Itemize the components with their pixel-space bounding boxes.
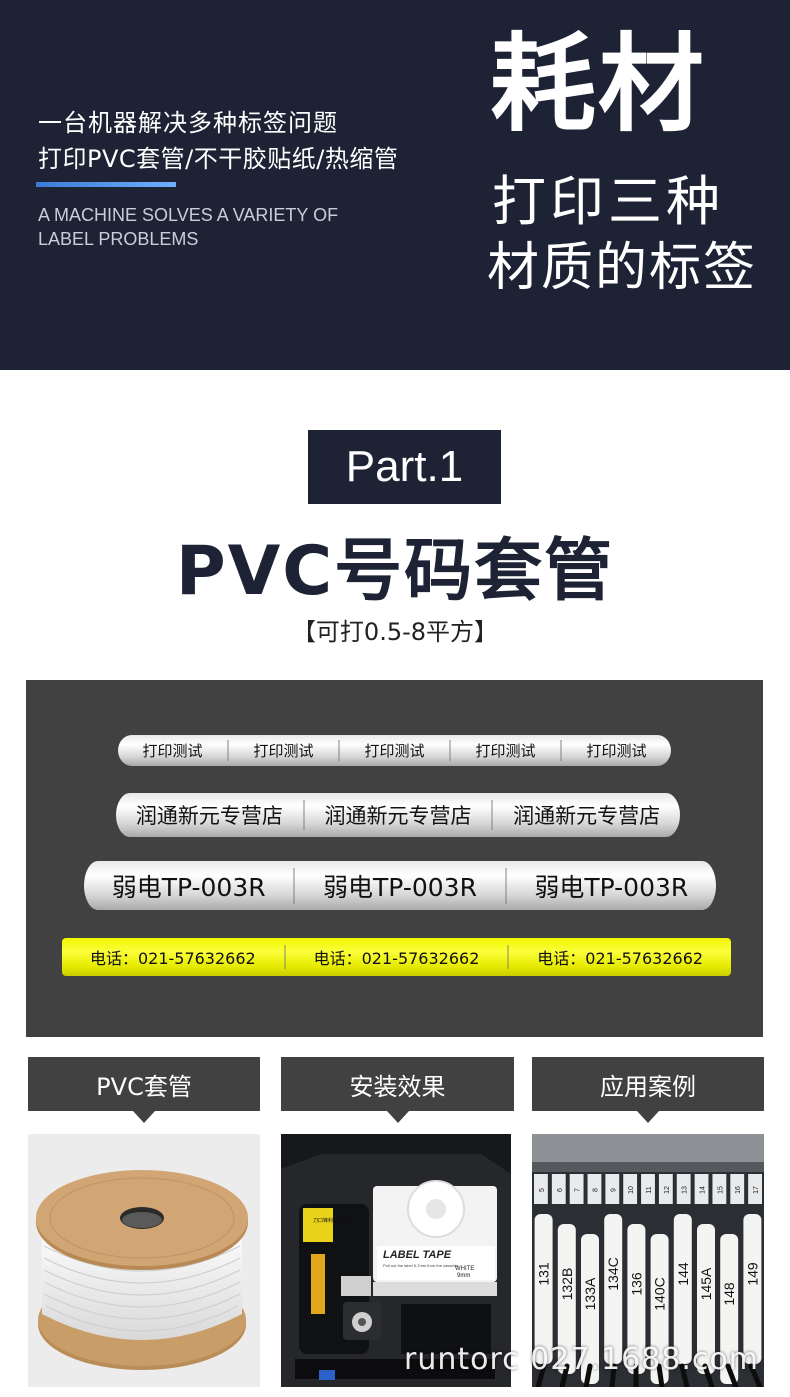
hero-subheadline: 打印PVC套管/不干胶贴纸/热缩管 [38,145,399,173]
terminal-number: 6 [557,1188,564,1192]
terminal-marker [569,1174,584,1204]
label-sleeve [650,1234,669,1384]
printer-illustration: LABEL TAPE Pull out the label 5-7mm from… [281,1134,511,1387]
pvc-tube-row-3: 弱电TP-003R 弱电TP-003R 弱电TP-003R [84,861,716,910]
sleeve-label-text: 148 [721,1282,737,1306]
tube-label: 打印测试 [560,740,671,761]
sleeve-label-text: 145A [698,1267,714,1300]
terminal-marker [748,1174,762,1204]
card-title-installation: 安装效果 [281,1057,514,1123]
section-range: 【可打0.5-8平方】 [291,618,499,646]
terminal-number: 17 [753,1186,760,1194]
tube-label: 打印测试 [449,740,560,761]
warning-label: 刀口锋利 注意安全 [313,1217,355,1224]
terminal-number: 11 [646,1186,653,1193]
application-photo: 5 6 7 8 9 10 11 12 13 14 15 16 17 131 132B 133A 134C 136… [532,1134,764,1387]
tape-title: LABEL TAPE [383,1249,452,1261]
card-title-application: 应用案例 [532,1057,764,1123]
pvc-tube-row-2: 润通新元专营店 润通新元专营店 润通新元专营店 [116,793,680,837]
terminal-marker [712,1174,727,1204]
sleeve-label-text: 133A [582,1277,598,1310]
terminal-number: 15 [717,1186,724,1194]
tube-label: 电话：021-57632662 [89,949,256,968]
terminal-marker [587,1174,602,1204]
tape-size: 9mm [457,1273,470,1279]
tube-label: 打印测试 [142,742,203,760]
terminal-block-illustration: 5 6 7 8 9 10 11 12 13 14 15 16 17 131 132B 133A 134C 136… [532,1134,764,1387]
terminal-number: 7 [575,1188,582,1192]
yellow-tube-row: 电话：021-57632662 电话：021-57632662 电话：021-5… [62,938,731,976]
sleeve-label-text: 134C [605,1257,621,1290]
terminal-number: 13 [682,1186,689,1194]
hero-english-line-1: A MACHINE SOLVES A VARIETY OF [38,205,339,225]
tube-label: 弱电TP-003R [111,872,266,902]
sleeve-label-text: 149 [744,1262,760,1286]
label-sleeve [627,1224,646,1374]
label-sleeve [581,1234,599,1384]
part-label: Part.1 [308,430,501,504]
tube-label: 润通新元专营店 [491,800,680,830]
tube-label: 润通新元专营店 [302,800,492,830]
sleeve-label-text: 132B [559,1268,575,1301]
hero-headline: 一台机器解决多种标签问题 [38,109,338,137]
hero-big-title: 耗材 [490,23,706,146]
pvc-spool-photo [28,1134,260,1387]
hero-english-line-2: LABEL PROBLEMS [38,229,199,249]
terminal-number: 5 [539,1188,546,1192]
terminal-number: 14 [700,1186,707,1194]
terminal-number: 10 [628,1186,635,1194]
sleeve-label-text: 136 [628,1272,644,1296]
terminal-marker [623,1174,638,1204]
label-sleeve [743,1214,762,1364]
sleeve-label-text: 140C [652,1277,668,1310]
terminal-number: 8 [592,1188,599,1192]
terminal-marker [641,1174,655,1204]
label-sleeve [697,1224,715,1374]
tube-label: 电话：021-57632662 [283,945,508,969]
spool-illustration [36,1170,248,1370]
terminal-marker [694,1174,709,1204]
hero-sub-title-2: 材质的标签 [487,238,758,298]
hero-banner: 一台机器解决多种标签问题 打印PVC套管/不干胶贴纸/热缩管 A MACHINE… [0,0,790,370]
label-sleeve [604,1214,623,1364]
label-sleeve [720,1234,739,1384]
tube-label: 打印测试 [227,740,338,761]
tube-label: 弱电TP-003R [293,867,504,904]
terminal-number: 16 [735,1186,742,1194]
tube-label: 弱电TP-003R [504,867,716,904]
terminal-marker [658,1174,673,1204]
card-title-pvc-sleeve: PVC套管 [28,1057,260,1123]
tape-note: Pull out the label 5-7mm from the casset… [383,1263,459,1268]
terminal-marker [605,1174,620,1204]
section-title: PVC号码套管 [175,532,615,611]
terminal-marker [534,1174,548,1204]
sample-panel: 打印测试 打印测试 打印测试 打印测试 打印测试 润通新元专营店 润通新元专营店… [26,680,763,1037]
terminal-marker [551,1174,566,1204]
tube-label: 电话：021-57632662 [507,945,731,969]
sleeve-label-text: 144 [675,1262,691,1286]
label-sleeve [534,1214,553,1364]
terminal-marker [730,1174,745,1204]
watermark: runtorc 027.1688.com [404,1342,759,1377]
pvc-tube-row-1: 打印测试 打印测试 打印测试 打印测试 打印测试 [118,735,671,766]
hero-sub-title-1: 打印三种 [492,170,724,233]
terminal-marker [676,1174,691,1204]
accent-bar [36,182,176,187]
tape-color: WHITE [455,1266,474,1272]
sleeve-label-text: 131 [536,1262,552,1286]
label-sleeve [557,1224,576,1374]
tube-label: 打印测试 [338,740,449,761]
terminal-number: 12 [664,1186,671,1194]
installation-photo: LABEL TAPE Pull out the label 5-7mm from… [281,1134,511,1387]
terminal-number: 9 [610,1188,617,1192]
tube-label: 润通新元专营店 [135,804,283,828]
label-sleeve [673,1214,692,1364]
